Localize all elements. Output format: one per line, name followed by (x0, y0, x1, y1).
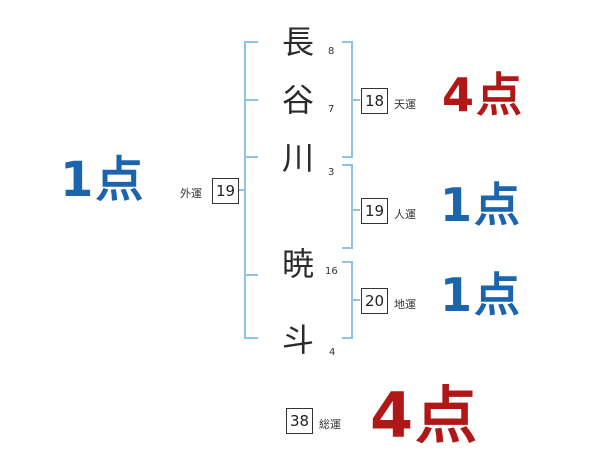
stroke-count-5: 4 (329, 347, 336, 358)
outer-bracket (244, 41, 258, 339)
name-char-1: 長 (281, 23, 314, 61)
name-char-3: 川 (281, 139, 314, 177)
souun-score: 4点 (370, 379, 480, 452)
chiun-score: 1点 (440, 268, 523, 322)
tenun-value-box: 18 (361, 88, 388, 114)
stroke-count-3: 3 (328, 167, 335, 178)
name-char-2: 谷 (281, 81, 314, 119)
tenun-score: 4点 (442, 68, 525, 122)
jinun-score: 1点 (440, 178, 523, 232)
chiun-bracket (342, 261, 353, 339)
stroke-count-2: 7 (328, 104, 335, 115)
jinun-label: 人運 (394, 208, 416, 221)
tenun-bracket (342, 41, 353, 158)
gaiun-score: 1点 (60, 152, 146, 208)
chiun-label: 地運 (394, 298, 416, 311)
stroke-count-1: 8 (328, 46, 335, 57)
jinun-bracket (342, 164, 353, 249)
souun-label: 総運 (319, 418, 341, 431)
gaiun-label: 外運 (180, 187, 202, 200)
chiun-value-box: 20 (361, 288, 388, 314)
souun-value-box: 38 (286, 408, 313, 434)
tenun-label: 天運 (394, 98, 416, 111)
name-char-5: 斗 (281, 321, 314, 359)
name-char-4: 暁 (281, 245, 314, 283)
stroke-count-4: 16 (325, 266, 338, 277)
jinun-value-box: 19 (361, 198, 388, 224)
gaiun-value-box: 19 (212, 178, 239, 204)
